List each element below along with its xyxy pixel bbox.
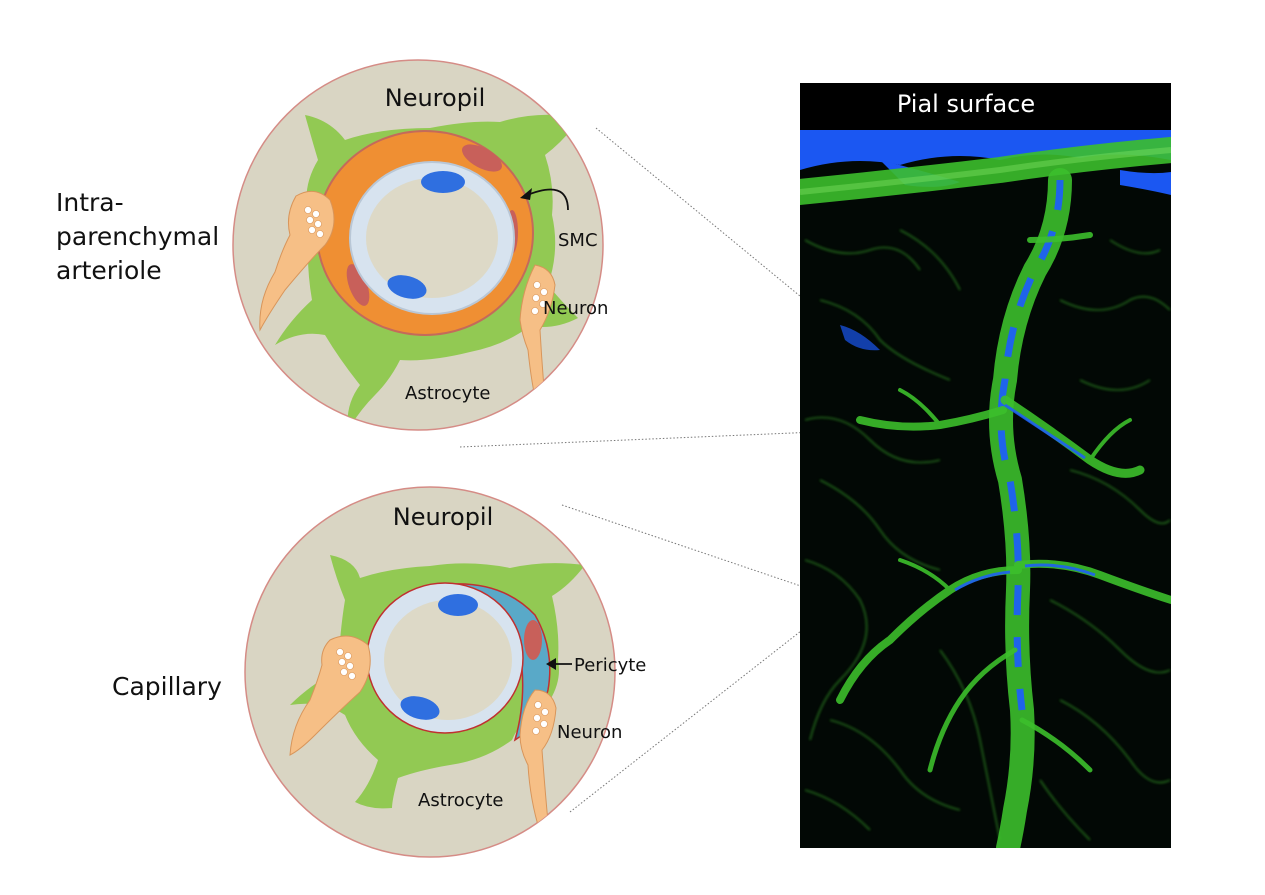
smc-label: SMC: [558, 230, 598, 251]
neuron-label-top: Neuron: [543, 298, 608, 319]
neuropil-label-bottom: Neuropil: [393, 503, 494, 531]
arteriole-diagram: Neuropil SMC Neuron Astrocyte: [233, 60, 608, 430]
micrograph: Pial surface: [800, 83, 1171, 848]
pericyte-nucleus: [524, 620, 542, 660]
capillary-diagram: Neuropil Pericyte Neuron Astrocyte: [245, 487, 646, 857]
lumen: [366, 178, 498, 298]
neuron-label-bottom: Neuron: [557, 722, 622, 743]
astrocyte-label-top: Astrocyte: [405, 383, 490, 404]
neuropil-label-top: Neuropil: [385, 84, 486, 112]
pericyte-label: Pericyte: [574, 655, 646, 676]
astrocyte-label-bottom: Astrocyte: [418, 790, 503, 811]
micrograph-title: Pial surface: [897, 90, 1035, 118]
capillary-side-label: Capillary: [112, 670, 222, 704]
endothelial-nucleus: [438, 594, 478, 616]
arteriole-side-label: Intra- parenchymal arteriole: [56, 186, 219, 288]
endothelial-nucleus: [421, 171, 465, 193]
